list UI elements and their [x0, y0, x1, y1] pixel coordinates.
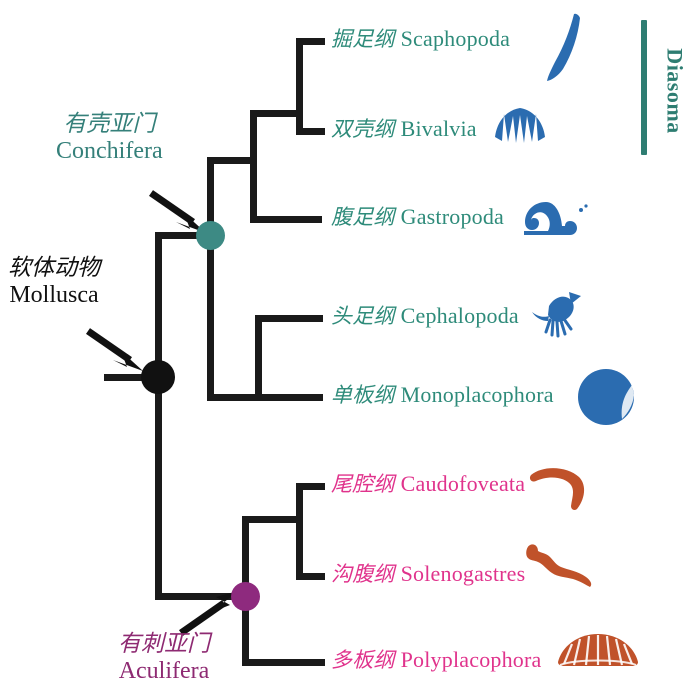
clade-aculifera-la: Aculifera — [118, 657, 210, 684]
taxon-monoplacophora-la: Monoplacophora — [400, 382, 554, 407]
chiton-icon — [558, 634, 638, 666]
taxon-caudofoveata-la: Caudofoveata — [400, 471, 526, 496]
branch-caudo-soleno-spine — [296, 483, 303, 576]
taxon-solenogastres-cn: 沟腹纲 — [331, 562, 395, 586]
taxon-scaphopoda-cn: 掘足纲 — [331, 27, 395, 51]
clade-aculifera-cn: 有刺亚门 — [118, 631, 210, 657]
taxon-caudofoveata-cn: 尾腔纲 — [331, 472, 395, 496]
clade-mollusca-cn: 软体动物 — [8, 255, 100, 281]
branch-conchifera-spine — [207, 157, 214, 400]
branch-tip-caudofoveata — [296, 483, 325, 490]
taxon-gastropoda-cn: 腹足纲 — [331, 205, 395, 229]
branch-tip-gastropoda — [250, 216, 322, 223]
branch-tip-polyplacophora — [242, 659, 325, 666]
scallop-shell-icon — [495, 108, 545, 143]
branch-cephalo-mono-spine — [255, 315, 262, 398]
taxon-solenogastres-la: Solenogastres — [400, 561, 526, 586]
branch-tip-scaphopoda — [296, 38, 325, 45]
branch-scapho-bivalvia-parent — [250, 110, 300, 117]
solenogaster-icon — [526, 544, 592, 587]
worm-mollusc-icon — [529, 468, 585, 510]
branch-scaphobivalve-gastropod-spine — [250, 110, 257, 222]
diasoma-bracket-line — [641, 20, 647, 155]
branch-root-stub — [104, 374, 162, 381]
clade-mollusca-la: Mollusca — [9, 281, 99, 308]
branch-scapho-bivalvia-spine — [296, 38, 303, 131]
taxon-monoplacophora-cn: 单板纲 — [331, 383, 395, 407]
arrow-to-mollusca — [86, 328, 143, 371]
taxon-cephalopoda-la: Cephalopoda — [400, 303, 519, 328]
branch-to-conchifera — [155, 232, 213, 239]
branch-to-aculifera — [155, 593, 248, 600]
diasoma-bracket-label: Diasoma — [662, 48, 688, 134]
node-aculifera[interactable] — [231, 582, 260, 611]
taxon-cephalopoda-cn: 头足纲 — [331, 304, 395, 328]
taxon-polyplacophora-la: Polyplacophora — [400, 647, 542, 672]
branch-conchifera-upper — [207, 157, 254, 164]
taxon-bivalvia-cn: 双壳纲 — [331, 117, 395, 141]
node-conchifera[interactable] — [196, 221, 225, 250]
squid-icon — [532, 292, 581, 338]
branch-root-tail — [155, 374, 162, 598]
snail-icon — [524, 202, 588, 235]
branch-tip-monoplacophora — [255, 394, 323, 401]
branch-conchifera-lower — [207, 394, 262, 401]
taxon-scaphopoda-la: Scaphopoda — [400, 26, 511, 51]
taxon-gastropoda-la: Gastropoda — [400, 204, 505, 229]
taxon-bivalvia-la: Bivalvia — [400, 116, 477, 141]
clade-label-conchifera: 有壳亚门 Conchifera — [56, 111, 163, 165]
clade-conchifera-cn: 有壳亚门 — [63, 111, 156, 137]
clade-label-mollusca: 软体动物 Mollusca — [8, 255, 100, 309]
tusk-shell-icon — [547, 13, 580, 82]
cap-shell-icon — [578, 369, 634, 425]
branch-aculifera-upper — [242, 516, 300, 523]
node-mollusca-root[interactable] — [141, 360, 175, 394]
branch-tip-cephalopoda — [255, 315, 323, 322]
branch-tip-solenogastres — [296, 573, 325, 580]
branch-tip-bivalvia — [296, 128, 325, 135]
taxon-polyplacophora-cn: 多板纲 — [331, 648, 395, 672]
clade-conchifera-la: Conchifera — [56, 137, 163, 164]
clade-label-aculifera: 有刺亚门 Aculifera — [118, 631, 210, 685]
